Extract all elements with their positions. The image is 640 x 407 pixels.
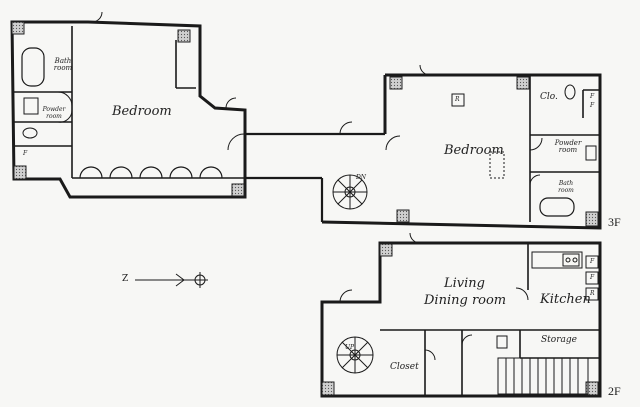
upper-right-walls [321, 73, 602, 230]
kitchen-tag-3: R [590, 290, 595, 297]
upper-storage-tag-2: F [590, 102, 595, 109]
upper-sink [585, 145, 597, 161]
vanity-sink [23, 97, 39, 115]
compass-letter: Z [122, 274, 129, 284]
lower-stair-tag: UP [345, 344, 355, 351]
upper-bathtub [539, 197, 575, 217]
left-bay-windows [79, 166, 223, 179]
left-powder-room-label: Powder room [42, 106, 66, 120]
left-bedroom-label: Bedroom [112, 104, 172, 119]
floor-label-2f: 2F [608, 384, 621, 398]
left-pantry-tag: F [23, 150, 28, 157]
dining-room-label: Dining room [424, 293, 507, 308]
left-wing-interior-walls [14, 26, 245, 179]
closet-label: Closet [390, 362, 419, 372]
kitchen-counter [531, 251, 583, 269]
storage-label: Storage [541, 335, 577, 345]
corridor-walls [245, 132, 385, 222]
living-label: Living [444, 276, 485, 291]
upper-right-interior [529, 75, 600, 222]
bathtub [21, 47, 45, 87]
north-arrow [135, 272, 208, 288]
upper-powder-room-label: Powder room [554, 139, 582, 154]
kitchen-tag-1: F [590, 258, 595, 265]
left-wing-walls [10, 20, 247, 199]
lower-walls [320, 241, 602, 398]
kitchen-tag-2: F [590, 274, 595, 281]
lower-straight-stair [497, 357, 589, 395]
left-bath-room-label: Bath room [53, 57, 73, 72]
lower-interior [380, 243, 600, 396]
upper-storage-tag-1: F [590, 93, 595, 100]
floor-label-3f: 3F [608, 215, 621, 229]
upper-closet-label: Clo. [540, 92, 558, 102]
kitchen-label: Kitchen [540, 292, 591, 307]
upper-room-tag: R [455, 96, 460, 103]
upper-bedroom-label: Bedroom [444, 143, 504, 158]
toilet [22, 127, 38, 139]
upper-bath-room-label: Bath room [558, 180, 574, 194]
upper-stair-tag: DN [356, 174, 367, 181]
lower-spiral-stair [336, 336, 374, 374]
upper-toilet [564, 84, 576, 100]
upper-spiral-stair [332, 174, 368, 210]
